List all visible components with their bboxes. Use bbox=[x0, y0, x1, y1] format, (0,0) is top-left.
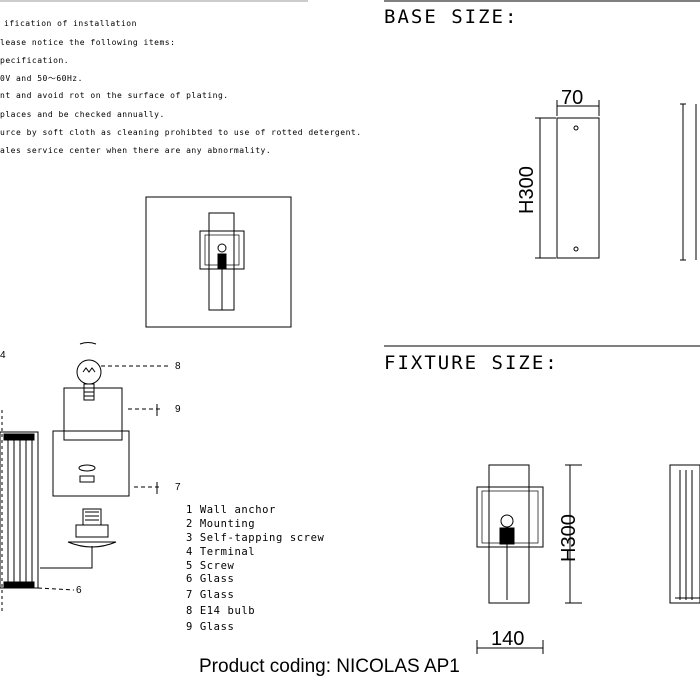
part-item: 6 Glass bbox=[186, 573, 235, 585]
note-line-1: ification of installation bbox=[4, 19, 137, 28]
base-plate-drawing bbox=[535, 100, 697, 261]
part-item: 4 Terminal bbox=[186, 546, 256, 558]
fixture-front-drawing bbox=[476, 464, 700, 654]
fixture-width-label: 140 bbox=[491, 628, 525, 650]
fixture-size-heading: FIXTURE SIZE: bbox=[384, 352, 559, 374]
note-line-4: 0V and 50～60Hz. bbox=[0, 74, 83, 83]
part-item: 5 Screw bbox=[186, 560, 235, 572]
note-line-6: places and be checked annually. bbox=[0, 110, 165, 119]
note-line-8: ales service center when there are any a… bbox=[0, 146, 272, 155]
part-item: 8 E14 bulb bbox=[186, 605, 256, 617]
note-line-2: lease notice the following items: bbox=[0, 38, 176, 47]
exploded-view-drawing bbox=[0, 342, 170, 612]
callout-corner: 4 bbox=[0, 350, 6, 361]
part-item: 2 Mounting bbox=[186, 518, 256, 530]
note-line-7: urce by soft cloth as cleaning prohibted… bbox=[0, 128, 362, 137]
product-coding: Product coding: NICOLAS AP1 bbox=[199, 656, 460, 677]
note-line-5: nt and avoid rot on the surface of plati… bbox=[0, 91, 229, 100]
base-width-label: 70 bbox=[561, 87, 584, 109]
callout-6: 6 bbox=[76, 585, 82, 596]
callout-8: 8 bbox=[175, 361, 181, 372]
note-line-3: pecification. bbox=[0, 56, 70, 65]
callout-9: 9 bbox=[175, 404, 181, 415]
part-item: 7 Glass bbox=[186, 589, 235, 601]
part-item: 1 Wall anchor bbox=[186, 504, 276, 516]
parts-list: 1 Wall anchor 2 Mounting 3 Self-tapping … bbox=[186, 503, 324, 634]
base-size-heading: BASE SIZE: bbox=[384, 6, 519, 28]
part-item: 9 Glass bbox=[186, 621, 235, 633]
part-item: 3 Self-tapping screw bbox=[186, 532, 325, 544]
fixture-preview bbox=[145, 196, 292, 328]
callout-7: 7 bbox=[175, 482, 181, 493]
